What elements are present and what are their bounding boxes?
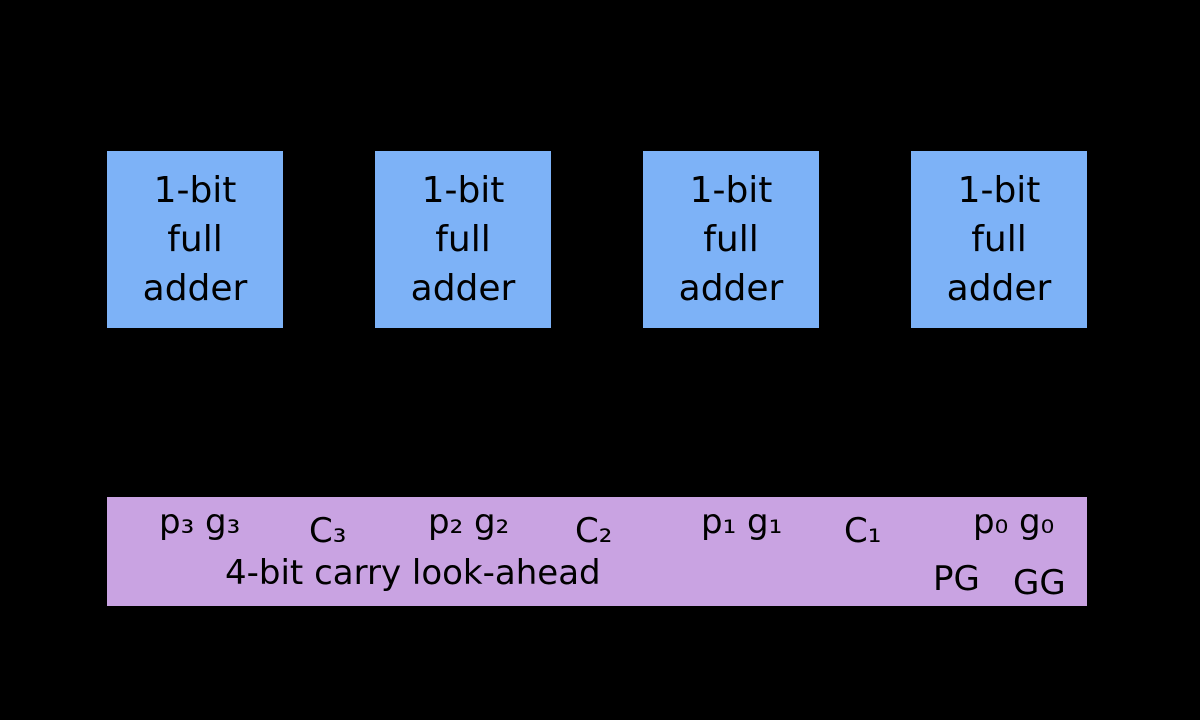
full-adder-label-line: full (703, 219, 759, 260)
full-adder-label-line: 1-bit (153, 170, 237, 211)
full-adder-label-line: adder (678, 268, 784, 309)
full-adder-label-line: adder (410, 268, 516, 309)
signal-label-c2: C₂ (575, 511, 613, 551)
full-adder-label-line: 1-bit (421, 170, 505, 211)
signal-label-c1: C₁ (844, 511, 882, 551)
full-adder-label-line: adder (142, 268, 248, 309)
carry-lookahead-title: 4-bit carry look-ahead (225, 553, 601, 593)
full-adder-label-line: 1-bit (689, 170, 773, 211)
signal-label-p2-g2: p₂ g₂ (428, 502, 510, 542)
full-adder-label-line: full (435, 219, 491, 260)
output-label-pg: PG (933, 559, 980, 599)
full-adder-box-bit3: 1-bit full adder (107, 151, 283, 328)
signal-label-p1-g1: p₁ g₁ (701, 502, 783, 542)
output-label-gg: GG (1013, 563, 1066, 603)
signal-label-p3-g3: p₃ g₃ (159, 502, 241, 542)
carry-lookahead-unit-box: p₃ g₃ C₃ p₂ g₂ C₂ p₁ g₁ C₁ p₀ g₀ 4-bit c… (107, 497, 1087, 606)
full-adder-box-bit2: 1-bit full adder (375, 151, 551, 328)
full-adder-label-line: full (971, 219, 1027, 260)
full-adder-label-line: 1-bit (957, 170, 1041, 211)
full-adder-label-line: full (167, 219, 223, 260)
signal-label-p0-g0: p₀ g₀ (973, 502, 1055, 542)
signal-label-c3: C₃ (309, 511, 347, 551)
full-adder-box-bit0: 1-bit full adder (911, 151, 1087, 328)
full-adder-box-bit1: 1-bit full adder (643, 151, 819, 328)
full-adder-label-line: adder (946, 268, 1052, 309)
